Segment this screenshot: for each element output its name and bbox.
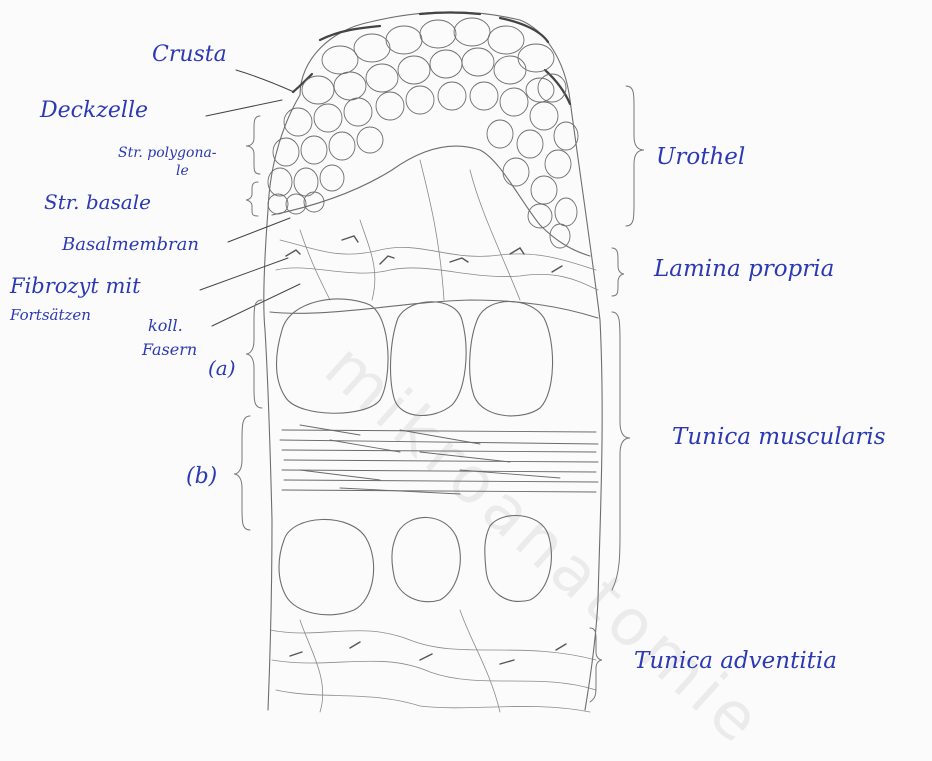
- label-deckzelle: Deckzelle: [40, 100, 148, 122]
- label-fibrozyt-1: Fibrozyt mit: [10, 276, 141, 297]
- histology-drawing: mikroanatomie: [0, 0, 932, 722]
- muscle-layer-longitudinal: [280, 425, 598, 494]
- label-urothel: Urothel: [656, 146, 745, 169]
- label-sublayer-a: (a): [208, 358, 236, 378]
- label-str-polygonale-1: Str. polygona-: [118, 146, 217, 160]
- lamina-boundary: [270, 300, 598, 318]
- label-tunica-adventitia: Tunica adventitia: [634, 650, 837, 673]
- specimen-outline: [300, 12, 602, 710]
- label-tunica-muscularis: Tunica muscularis: [672, 426, 886, 449]
- label-lamina-propria: Lamina propria: [654, 258, 834, 281]
- label-str-polygonale-2: le: [176, 164, 189, 178]
- label-fasern: Fasern: [142, 342, 197, 358]
- label-fibrozyt-2: Fortsätzen: [10, 308, 91, 323]
- lamina-propria-fibers: [276, 160, 598, 300]
- label-crusta: Crusta: [152, 44, 227, 66]
- muscle-bundles-inner: [277, 299, 553, 416]
- muscle-bundles-outer: [279, 516, 551, 615]
- pencil-braces: [234, 86, 644, 702]
- adventitia-fibers: [270, 610, 596, 712]
- label-basalmembran: Basalmembran: [62, 236, 199, 254]
- label-koll: koll.: [148, 318, 183, 334]
- label-sublayer-b: (b): [186, 466, 217, 488]
- label-str-basale: Str. basale: [44, 192, 151, 212]
